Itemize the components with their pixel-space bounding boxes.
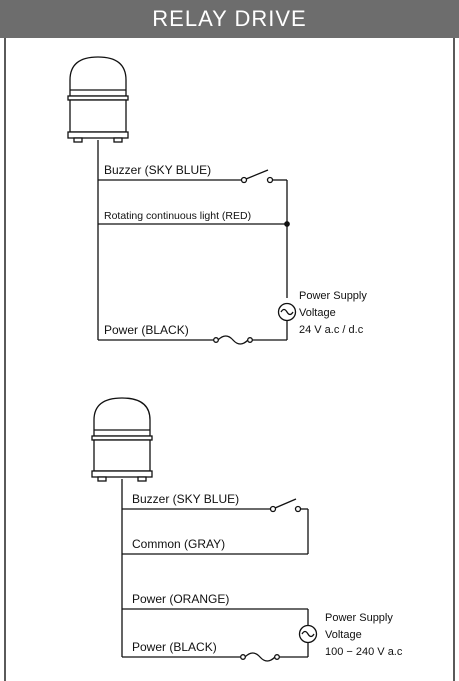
diagram-2 — [91, 397, 318, 662]
signal-lamp-icon — [91, 397, 153, 482]
supply-voltage-value: 100 − 240 V a.c — [325, 646, 403, 658]
supply-title: Power Supply — [299, 290, 367, 302]
diagram-1-labels: Buzzer (SKY BLUE) Rotating continuous li… — [104, 163, 367, 337]
fuse-icon — [213, 335, 253, 345]
switch-icon — [240, 169, 274, 184]
signal-lamp-icon — [67, 56, 129, 143]
ac-source-icon — [277, 302, 297, 322]
junction-dot-icon — [284, 221, 290, 227]
supply-voltage-value: 24 V a.c / d.c — [299, 324, 364, 336]
common-wire-label: Common (GRAY) — [132, 537, 225, 551]
frame-border-right — [453, 38, 455, 681]
buzzer-wire-label: Buzzer (SKY BLUE) — [132, 492, 239, 506]
diagram-2-labels: Buzzer (SKY BLUE) Common (GRAY) Power (O… — [132, 492, 403, 658]
power-black-wire-label: Power (BLACK) — [132, 640, 217, 654]
switch-icon — [269, 498, 302, 513]
ac-source-icon — [298, 624, 318, 644]
supply-voltage-label: Voltage — [325, 629, 362, 641]
buzzer-wire-label: Buzzer (SKY BLUE) — [104, 163, 211, 177]
supply-title: Power Supply — [325, 612, 393, 624]
fuse-icon — [240, 652, 280, 662]
header-bar — [0, 0, 459, 38]
light-wire-label: Rotating continuous light (RED) — [104, 210, 251, 222]
page-title: RELAY DRIVE — [152, 6, 307, 31]
supply-voltage-label: Voltage — [299, 307, 336, 319]
power-wire-label: Power (BLACK) — [104, 323, 189, 337]
frame-border-left — [4, 38, 6, 681]
diagram-1 — [67, 56, 297, 345]
power-orange-wire-label: Power (ORANGE) — [132, 592, 229, 606]
